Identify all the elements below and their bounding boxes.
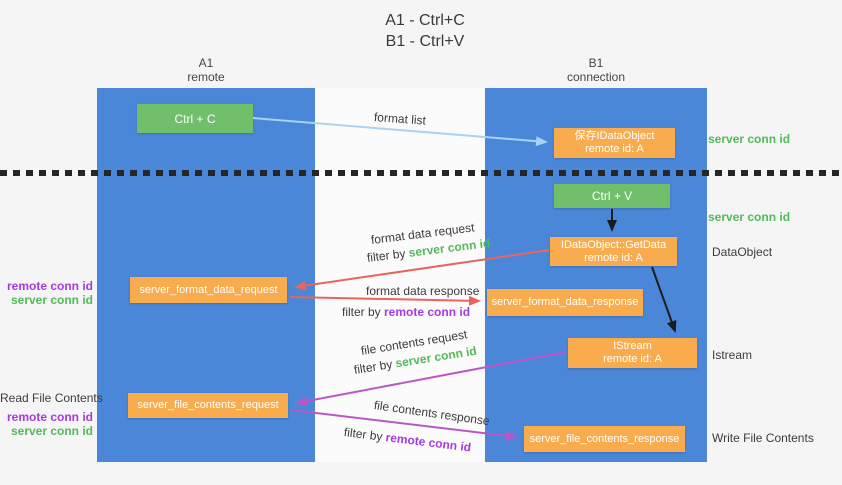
node-server-format-data-request: server_format_data_request — [130, 277, 287, 303]
column-header-a1: A1 remote — [97, 56, 315, 84]
right-label-server-conn-id-mid: server conn id — [708, 210, 791, 224]
node-server-file-contents-response: server_file_contents_response — [524, 426, 685, 452]
left-label-server-conn-id-bottom: server conn id — [10, 424, 93, 438]
istream-line2: remote id: A — [603, 353, 662, 365]
node-server-file-contents-request: server_file_contents_request — [128, 393, 288, 418]
ctrl-c-label: Ctrl + C — [174, 111, 216, 126]
column-header-b1: B1 connection — [485, 56, 707, 84]
filter-by-text: filter by — [342, 305, 385, 319]
flow-label-format-data-response: format data response — [366, 284, 480, 298]
left-label-remote-conn-id-top: remote conn id — [6, 279, 93, 293]
istream-line1: IStream — [613, 340, 652, 352]
right-label-write-file-contents: Write File Contents — [712, 431, 814, 445]
dotted-separator-line — [0, 170, 842, 176]
left-label-server-conn-id-top: server conn id — [10, 293, 93, 307]
save-idataobject-line1: 保存IDataObject — [574, 130, 655, 142]
server-file-contents-request-label: server_file_contents_request — [137, 399, 279, 411]
node-idataobject-getdata: IDataObject::GetData remote id: A — [550, 237, 677, 266]
column-a1-subtitle: remote — [187, 70, 225, 84]
right-label-dataobject: DataObject — [712, 245, 773, 259]
remote-conn-id-text: remote conn id — [384, 305, 471, 319]
node-save-idataobject: 保存IDataObject remote id: A — [554, 128, 675, 158]
node-istream: IStream remote id: A — [568, 338, 697, 368]
left-label-remote-conn-id-bottom: remote conn id — [6, 410, 93, 424]
diagram-title: A1 - Ctrl+C B1 - Ctrl+V — [330, 10, 520, 52]
title-line-2: B1 - Ctrl+V — [385, 33, 465, 50]
server-format-data-request-label: server_format_data_request — [139, 283, 278, 296]
ctrl-v-label: Ctrl + V — [591, 189, 633, 203]
right-label-istream: Istream — [712, 348, 753, 362]
left-label-read-file-contents: Read File Contents — [0, 391, 103, 405]
node-server-format-data-response: server_format_data_response — [487, 289, 643, 316]
column-b1-subtitle: connection — [566, 70, 626, 84]
right-label-server-conn-id-top: server conn id — [708, 132, 791, 146]
idataobject-getdata-line2: remote id: A — [584, 251, 643, 264]
title-line-1: A1 - Ctrl+C — [385, 12, 465, 29]
flow-label-filter-by-remote-conn-id-1: filter by remote conn id — [342, 305, 470, 319]
node-ctrl-c: Ctrl + C — [137, 104, 253, 133]
save-idataobject-line2: remote id: A — [585, 143, 644, 155]
node-ctrl-v: Ctrl + V — [554, 184, 670, 208]
idataobject-getdata-line1: IDataObject::GetData — [560, 238, 667, 251]
server-format-data-response-label: server_format_data_response — [491, 296, 639, 308]
column-b1-name: B1 — [588, 56, 604, 70]
server-file-contents-response-label: server_file_contents_response — [529, 432, 680, 445]
column-a1-name: A1 — [198, 56, 214, 70]
